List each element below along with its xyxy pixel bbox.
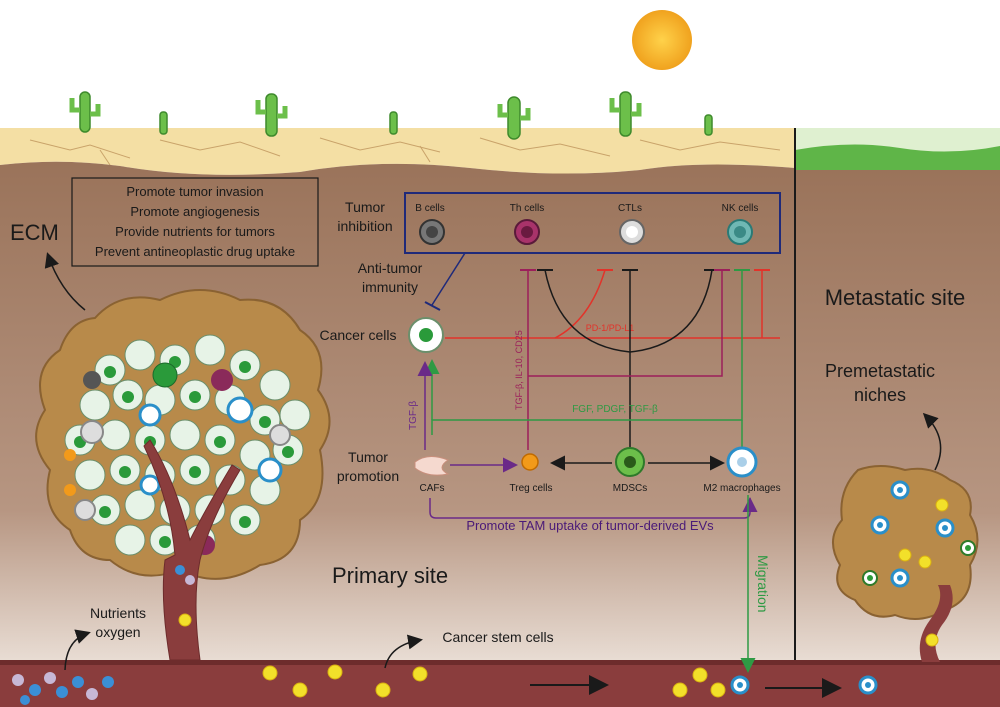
b-cell-icon	[419, 219, 445, 245]
cancer-cell-icon	[408, 317, 444, 353]
cancer-stem-cells-arrow	[384, 634, 423, 669]
pd1-branch	[554, 269, 606, 339]
tumor-inhibition-title-2: inhibition	[337, 218, 392, 234]
tumor-inhibition-title-1: Tumor	[345, 199, 385, 215]
tumor-vessel-tree	[143, 439, 241, 661]
nk-cells-label: NK cells	[722, 203, 759, 214]
premetastatic-label-2: niches	[854, 385, 906, 405]
b-cells-label: B cells	[415, 203, 444, 214]
nk-cell-icon	[727, 219, 753, 245]
ecm-function-2: Promote angiogenesis	[130, 204, 260, 219]
primary-site-label: Primary site	[332, 563, 448, 588]
th-cell-icon	[514, 219, 540, 245]
growth-factors-label: FGF, PDGF, TGF-β	[572, 404, 658, 415]
ecm-function-1: Promote tumor invasion	[126, 184, 263, 199]
treg-cell-icon	[521, 453, 539, 471]
pd1-label: PD-1/PD-L1	[586, 323, 635, 333]
treg-factors-label: TGF-β, IL-10, CD25	[514, 330, 524, 410]
m2-macrophages-label: M2 macrophages	[703, 483, 780, 494]
cactus-icon	[497, 96, 531, 140]
sun-icon	[632, 10, 692, 70]
th-cells-label: Th cells	[510, 203, 544, 214]
cancer-stem-cells-label: Cancer stem cells	[442, 629, 553, 645]
vessel-wall	[0, 660, 1000, 665]
caf-tgf-label: TGF-β	[408, 401, 419, 430]
cactus-icon	[609, 91, 642, 137]
vessel-cells-tree	[175, 565, 195, 627]
anti-tumor-line	[431, 252, 466, 306]
tumor-promotion-title-2: promotion	[337, 468, 399, 484]
mdsc-icon	[615, 447, 645, 477]
cactus-icon	[255, 93, 288, 137]
cancer-cells-label: Cancer cells	[319, 327, 396, 343]
premetastatic-niche	[832, 465, 979, 662]
caf-icon	[414, 456, 450, 476]
treg-branch	[528, 270, 723, 377]
cactus-icon	[159, 111, 168, 135]
inhibition-bar	[424, 301, 441, 311]
cafs-label: CAFs	[420, 483, 445, 494]
growth-factor-pathway	[431, 270, 743, 435]
cactus-icon	[69, 91, 101, 133]
migration-label: Migration	[755, 555, 771, 613]
cactus-icon	[389, 111, 398, 135]
immune-cells-in-tumor	[64, 362, 291, 555]
ecm-function-box	[71, 177, 319, 267]
mdscs-label: MDSCs	[613, 483, 647, 494]
ecm-function-4: Prevent antineoplastic drug uptake	[95, 244, 295, 259]
nutrients-arrow	[64, 629, 91, 671]
sand-cracks	[29, 137, 781, 166]
ecm-arrow	[44, 252, 86, 311]
vessel-cells	[12, 664, 878, 705]
premetastatic-arrow	[922, 412, 942, 471]
tumor-promotion-title-1: Tumor	[348, 449, 388, 465]
anti-tumor-label-2: immunity	[362, 279, 418, 295]
sand-layer	[0, 128, 795, 175]
ecm-function-3: Provide nutrients for tumors	[115, 224, 275, 239]
grass-layer	[795, 144, 1000, 172]
nutrients-label-2: oxygen	[95, 624, 140, 640]
ctls-label: CTLs	[618, 203, 642, 214]
tam-uptake-bracket	[429, 498, 751, 519]
ecm-label: ECM	[10, 220, 59, 245]
ctl-icon	[619, 219, 645, 245]
cactus-group	[69, 91, 713, 140]
cactus-icon	[704, 114, 713, 136]
metastatic-site-label: Metastatic site	[825, 285, 966, 310]
treg-cells-label: Treg cells	[510, 483, 553, 494]
tam-uptake-label: Promote TAM uptake of tumor-derived EVs	[466, 518, 714, 533]
premetastatic-label-1: Premetastatic	[825, 361, 935, 381]
anti-tumor-label-1: Anti-tumor	[358, 260, 423, 276]
blood-vessel	[0, 660, 1000, 707]
tumor-inhibition-box	[404, 192, 781, 254]
m2-macrophage-icon	[726, 446, 758, 478]
primary-tumor	[35, 289, 331, 661]
nutrients-label-1: Nutrients	[90, 605, 146, 621]
